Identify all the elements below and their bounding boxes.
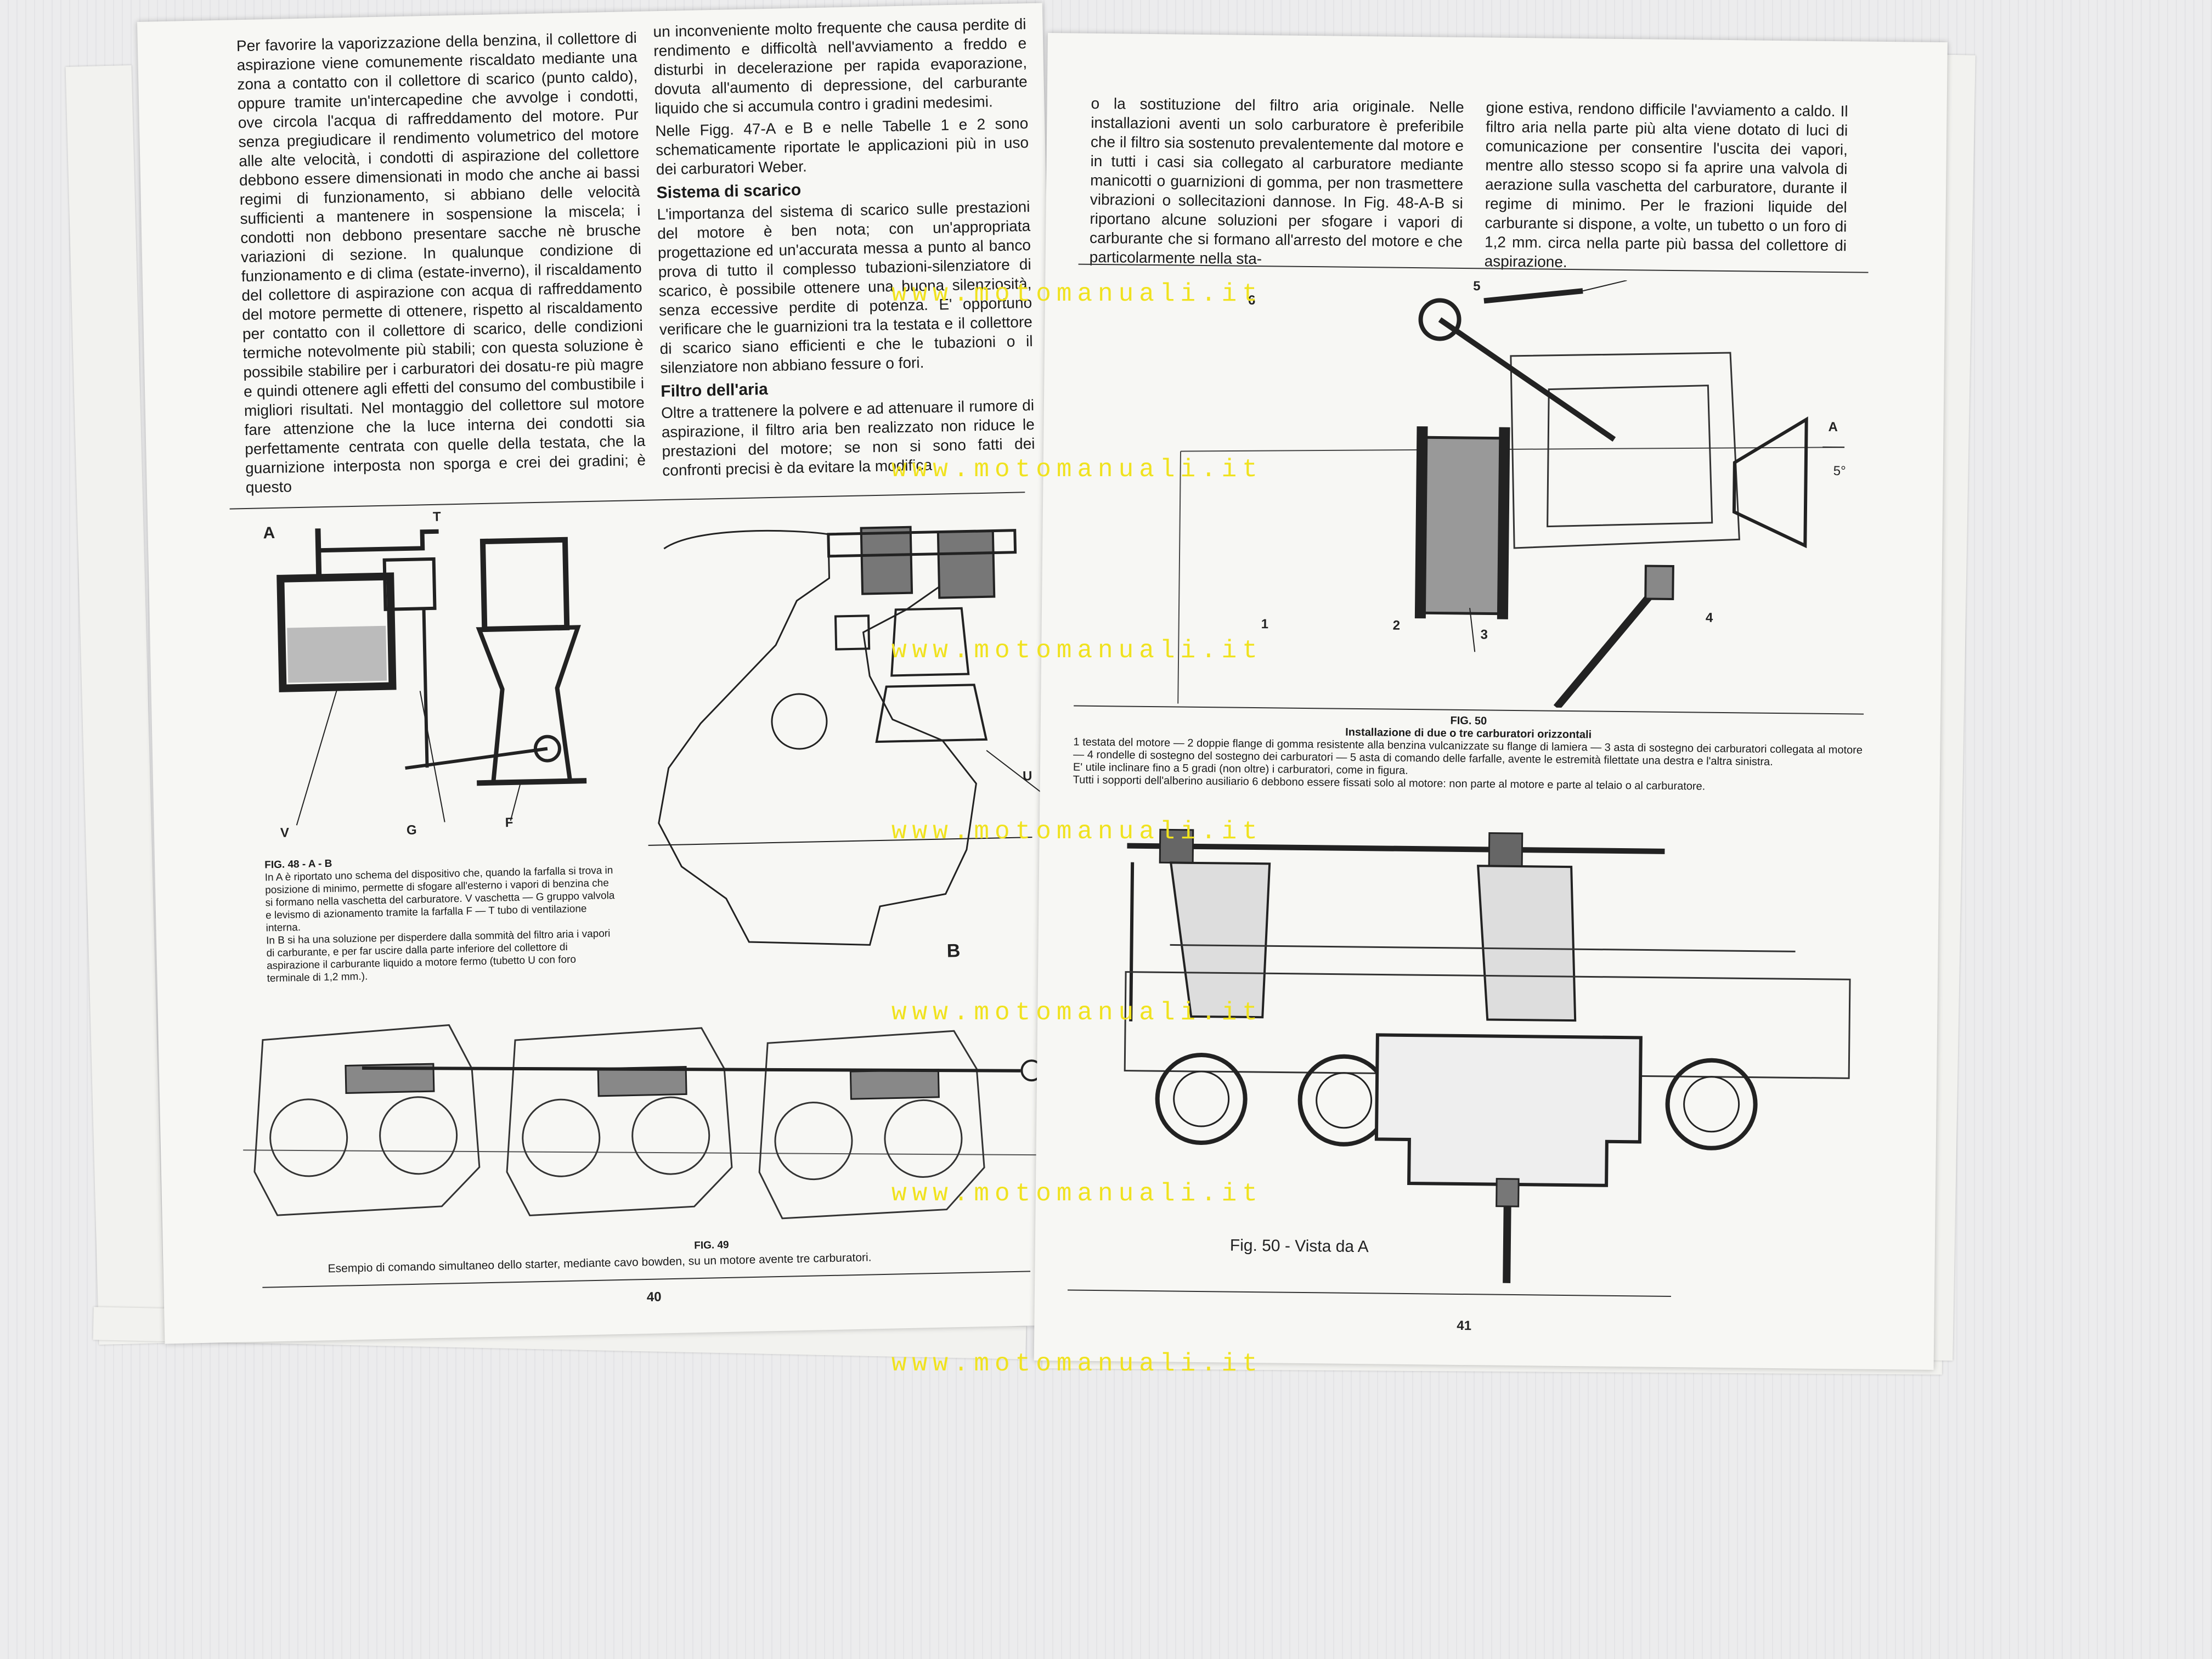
fig48-caption-a: In A è riportato uno schema del disposit… [264, 865, 615, 934]
fig50-label-3: 3 [1480, 627, 1488, 642]
left-page-number: 40 [646, 1289, 662, 1305]
right-page-number: 41 [1457, 1318, 1472, 1334]
watermark-6: www.motomanuali.it [891, 1180, 1263, 1208]
right-rule-bottom [1067, 1289, 1671, 1297]
fig50-view-caption: Fig. 50 - Vista da A [1229, 1236, 1369, 1256]
right-col1: o la sostituzione del filtro aria origin… [1089, 94, 1464, 274]
fig50-label-2: 2 [1392, 618, 1401, 633]
fig48b-engine-diagram [648, 526, 1043, 946]
fig48-label-U: U [1022, 769, 1032, 784]
fig48-label-B: B [946, 940, 961, 962]
fig48-label-G: G [406, 822, 417, 838]
fig48a-diagram [276, 528, 587, 826]
fig48-label-A: A [263, 523, 275, 543]
fig50-caption: FIG. 50 Installazione di due o tre carbu… [1073, 711, 1864, 795]
left-col1: Per favorire la vaporizzazione della ben… [236, 28, 647, 500]
fig50-side-diagram [1177, 280, 1845, 710]
left-col2: un inconveniente molto frequente che cau… [653, 14, 1035, 483]
fig48-label-F: F [505, 815, 514, 831]
fig48-caption: FIG. 48 - A - B In A è riportato uno sch… [264, 851, 618, 985]
right-col2-text: gione estiva, rendono difficile l'avviam… [1484, 99, 1848, 270]
left-col2-p2: Nelle Figg. 47-A e B e nelle Tabelle 1 e… [655, 115, 1029, 178]
watermark-3: www.motomanuali.it [891, 636, 1263, 665]
right-col1-text: o la sostituzione del filtro aria origin… [1089, 94, 1464, 268]
fig49-title: FIG. 49 [657, 1238, 766, 1252]
fig49-title-text: FIG. 49 [694, 1239, 729, 1252]
fig50-label-1: 1 [1261, 617, 1269, 632]
watermark-1: www.motomanuali.it [891, 280, 1263, 308]
watermark-7: www.motomanuali.it [891, 1350, 1263, 1378]
fig48-caption-b: In B si ha una soluzione per disperdere … [266, 928, 611, 985]
right-col2: gione estiva, rendono difficile l'avviam… [1484, 98, 1848, 278]
fig50-label-angle: 5° [1833, 464, 1846, 479]
fig50-label-5: 5 [1473, 279, 1481, 294]
fig48-label-T: T [432, 509, 441, 524]
left-page: Per favorire la vaporizzazione della ben… [137, 3, 1070, 1344]
right-page: o la sostituzione del filtro aria origin… [1034, 33, 1948, 1370]
watermark-4: www.motomanuali.it [891, 817, 1263, 846]
fig50-label-A: A [1828, 419, 1838, 435]
fig49-diagram [243, 1024, 1056, 1220]
fig48-label-V: V [280, 825, 290, 840]
watermark-5: www.motomanuali.it [891, 998, 1263, 1027]
left-col1-text: Per favorire la vaporizzazione della ben… [236, 29, 646, 496]
left-col2-p1: un inconveniente molto frequente che cau… [653, 15, 1028, 117]
fig50-front-diagram [1124, 828, 1851, 1283]
watermark-2: www.motomanuali.it [891, 455, 1263, 484]
fig50-label-4: 4 [1705, 610, 1713, 625]
